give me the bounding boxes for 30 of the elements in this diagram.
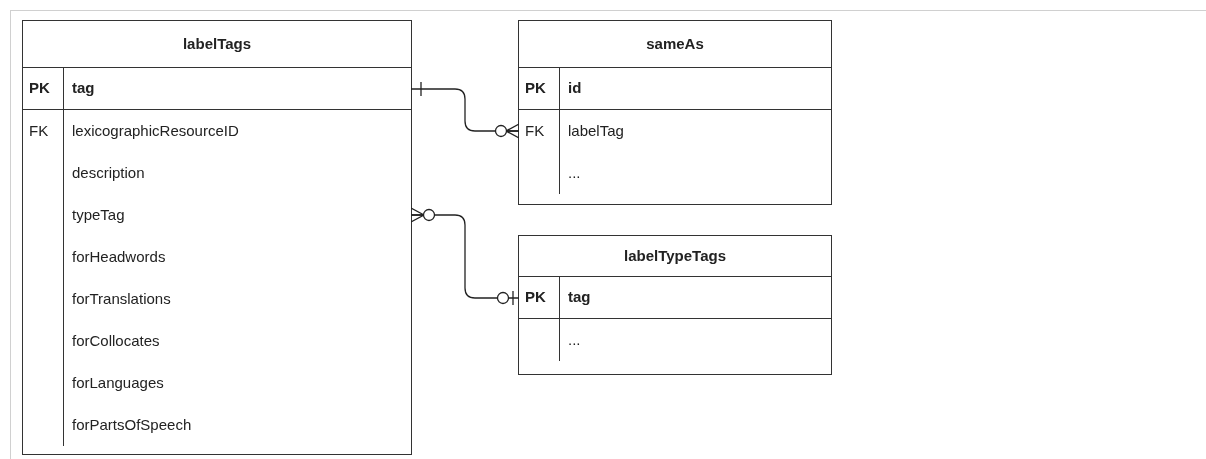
table-row bbox=[519, 68, 831, 110]
entity-table bbox=[22, 20, 412, 455]
key-label: FK bbox=[525, 120, 545, 141]
column-name: ... bbox=[568, 162, 582, 183]
column-name: tag bbox=[72, 78, 96, 99]
key-label: PK bbox=[525, 78, 546, 99]
column-name: description bbox=[72, 162, 146, 183]
column-name: id bbox=[568, 78, 583, 99]
column-name: ... bbox=[568, 329, 582, 350]
column-name: forTranslations bbox=[72, 288, 172, 309]
relationship-line bbox=[410, 81, 520, 139]
table-title: labelTypeTags bbox=[624, 245, 726, 266]
relationship-line bbox=[410, 207, 520, 306]
column-name: forPartsOfSpeech bbox=[72, 414, 193, 435]
key-label: PK bbox=[525, 287, 546, 308]
table-row bbox=[519, 277, 831, 319]
column-name: lexicographicResourceID bbox=[72, 120, 240, 141]
table-title: sameAs bbox=[646, 33, 704, 54]
column-name: tag bbox=[568, 287, 592, 308]
table-row bbox=[23, 68, 411, 110]
key-label: PK bbox=[29, 78, 50, 99]
column-name: forHeadwords bbox=[72, 246, 167, 267]
column-name: forLanguages bbox=[72, 372, 165, 393]
table-title: labelTags bbox=[182, 33, 252, 54]
key-label: FK bbox=[29, 120, 49, 141]
entity-table bbox=[518, 20, 832, 205]
column-name: typeTag bbox=[72, 204, 126, 225]
column-name: labelTag bbox=[568, 120, 625, 141]
entity-table bbox=[518, 235, 832, 375]
column-name: forCollocates bbox=[72, 330, 161, 351]
